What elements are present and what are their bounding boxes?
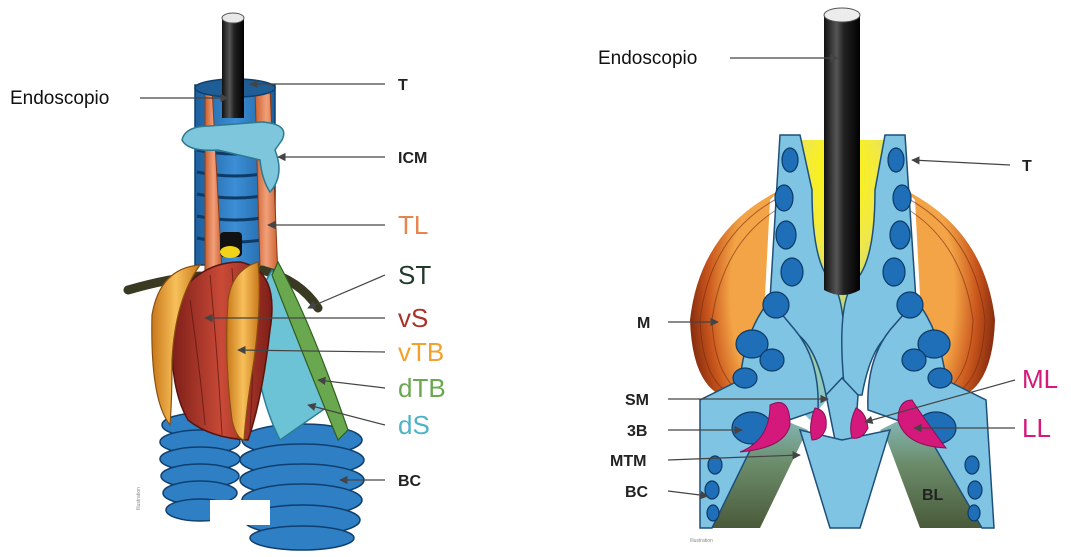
right-endoscope-label: Endoscopio: [598, 48, 697, 69]
left-endoscope-label: Endoscopio: [10, 88, 109, 109]
right-label-ll: LL: [1022, 413, 1051, 443]
right-syrinx-diagram: Illustration: [690, 8, 995, 544]
left-label-ds: dS: [398, 410, 430, 440]
left-label-tl: TL: [398, 210, 428, 240]
right-label-mtm: MTM: [610, 453, 646, 470]
right-label-m: M: [637, 315, 650, 332]
left-label-vtb: vTB: [398, 337, 444, 367]
left-endoscope: [222, 13, 244, 118]
right-label-t: T: [1022, 158, 1032, 175]
left-label-t: T: [398, 77, 408, 94]
left-label-st: ST: [398, 260, 431, 290]
left-label-icm: ICM: [398, 150, 427, 167]
right-endoscope: [824, 8, 860, 295]
left-syrinx-diagram: Illustration: [128, 13, 364, 550]
left-bronchial-cartilages: [160, 413, 364, 550]
right-label-bc: BC: [625, 484, 649, 501]
right-label-sm: SM: [625, 392, 649, 409]
left-label-dtb: dTB: [398, 373, 446, 403]
right-label-ml: ML: [1022, 364, 1058, 394]
right-label-3b: 3B: [627, 423, 647, 440]
left-label-vs: vS: [398, 303, 428, 333]
right-illustration-credit: Illustration: [690, 538, 713, 544]
left-illustration-credit: Illustration: [136, 487, 142, 510]
right-label-bl: BL: [922, 487, 944, 504]
left-label-bc: BC: [398, 473, 422, 490]
